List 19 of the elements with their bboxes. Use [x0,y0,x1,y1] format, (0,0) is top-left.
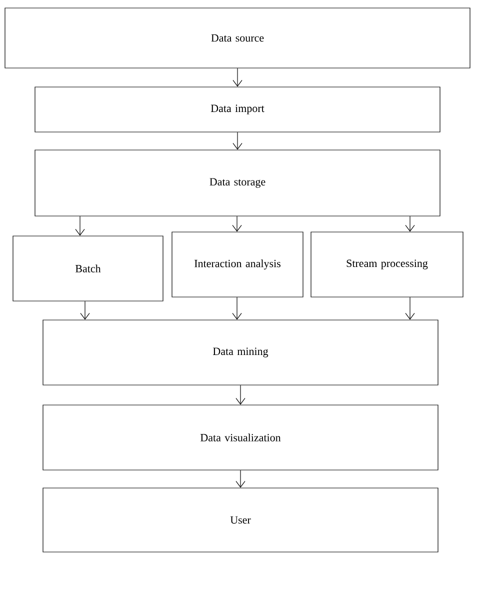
arrow [232,132,242,150]
process-box: Batch [12,236,164,302]
arrow [80,301,90,320]
arrow [232,297,242,320]
process-box: Data import [34,86,440,132]
process-box: Data storage [34,150,440,216]
arrow [405,216,415,232]
process-box: User [42,488,438,552]
arrow [405,297,415,320]
process-box: Data source [4,8,470,68]
process-box: Data visualization [42,404,438,470]
arrow [232,216,242,232]
process-box: Interaction analysis [172,232,304,298]
arrow [236,470,246,488]
arrow [236,385,246,405]
arrow [232,68,242,87]
process-box: Data mining [42,320,438,386]
process-box: Stream processing [310,232,464,298]
arrow [75,216,85,236]
